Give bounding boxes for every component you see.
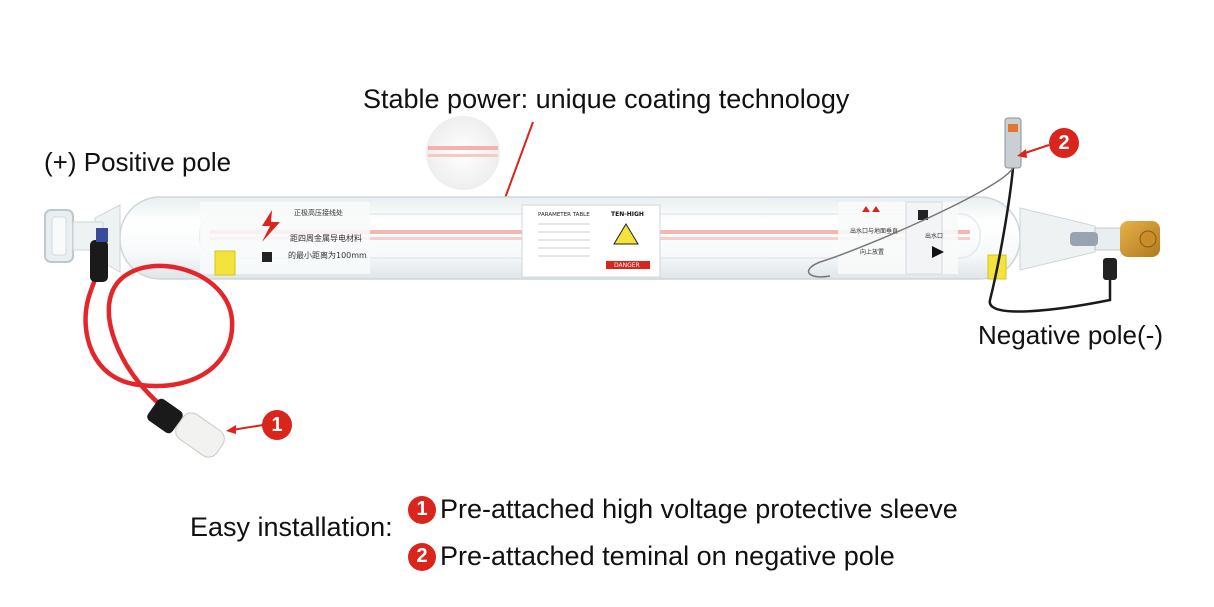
feature-1-text: Pre-attached high voltage protective sle… [440,494,958,524]
right-label-cn1: 出水口与地面垂直 [850,227,898,235]
feature-2: 2 Pre-attached teminal on negative pole [408,541,895,572]
negative-pole-label: Negative pole(-) [978,320,1163,350]
left-label-cn1: 正极高压接线处 [294,208,343,217]
laser-warning-icon [613,223,639,245]
brand-label: TEN-HIGH [611,211,644,218]
callout-1-arrow [231,424,264,431]
feature-1: 1 Pre-attached high voltage protective s… [408,494,958,525]
positive-pole-label: (+) Positive pole [44,147,232,177]
right-label-cn2: 向上放置 [860,248,884,256]
callout-2-arrow [1021,144,1050,155]
feature-2-number: 2 [408,542,436,571]
param-title: PARAMETER TABLE [538,212,590,218]
right-label-cn3: 出水口 [925,232,943,240]
coating-inset-circle [426,116,500,190]
easy-installation-label: Easy installation: [190,512,393,542]
callout-1: 1 [262,410,292,440]
hv-red-wire [83,245,235,431]
hv-connector-sleeve [147,398,183,434]
feature-1-number: 1 [408,495,436,524]
danger-label: DANGER [614,262,640,269]
left-label-cn3: 的最小距离为100mm [288,250,367,260]
coating-headline: Stable power: unique coating technology [363,84,850,114]
left-yellow-sticker [214,250,236,276]
callout-2: 2 [1049,128,1079,158]
left-label-cn2: 距四周金属导电材料 [290,233,362,243]
feature-2-text: Pre-attached teminal on negative pole [440,541,895,571]
